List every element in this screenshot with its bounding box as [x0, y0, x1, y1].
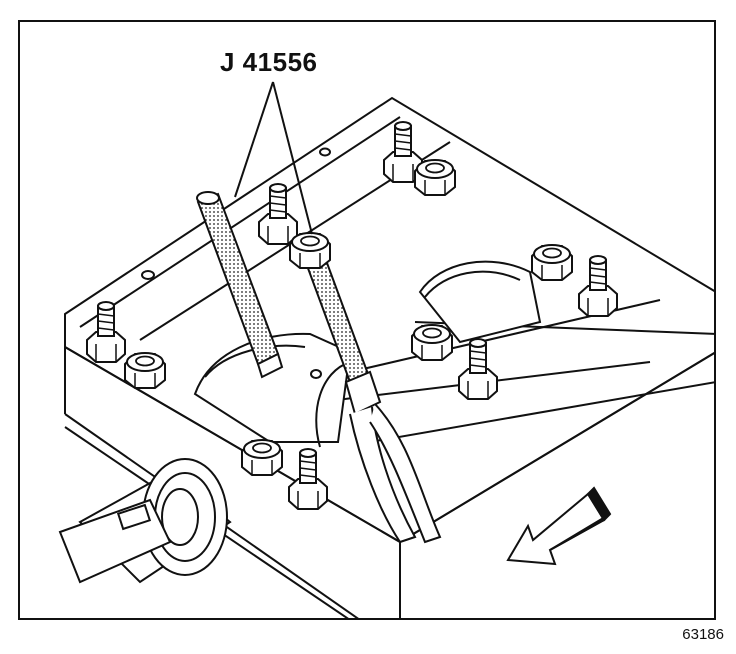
figure-number: 63186	[682, 626, 724, 643]
nut-front	[241, 439, 283, 476]
nut-upper-center	[289, 232, 331, 269]
label-leader-lines	[234, 81, 313, 235]
tool-rod-right	[300, 241, 442, 544]
front-direction-arrow	[506, 486, 612, 566]
engine-block	[64, 96, 714, 618]
crankshaft-pulley	[58, 458, 232, 584]
bearing-cap	[193, 260, 542, 448]
nut-top-right	[414, 159, 456, 196]
crankshaft-bearing-diagram	[58, 81, 714, 618]
illustration-frame: J 41556	[18, 20, 716, 620]
tool-number-label: J 41556	[220, 47, 318, 77]
tool-rod-left	[196, 191, 284, 379]
nut-center	[411, 324, 453, 361]
nut-right	[531, 244, 573, 281]
nut-left	[124, 352, 166, 389]
